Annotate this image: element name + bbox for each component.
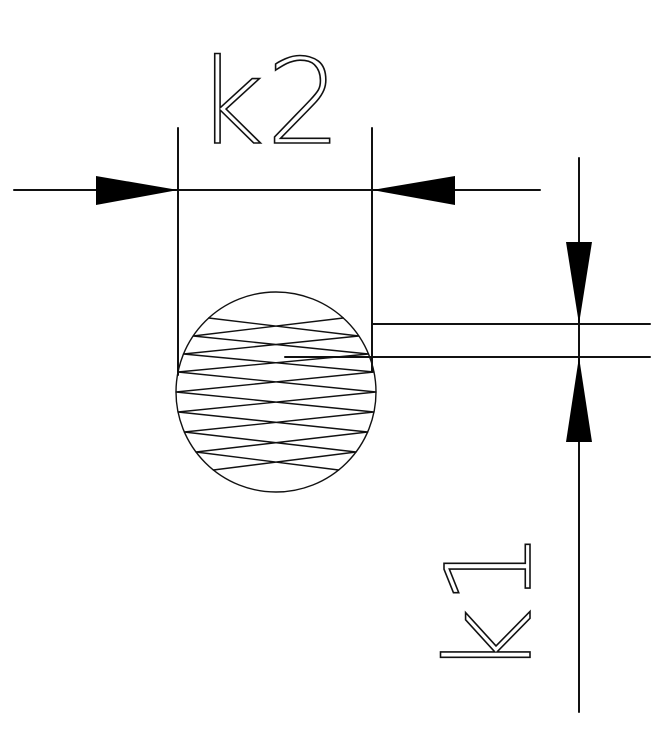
arrowhead-right: [372, 176, 455, 205]
winding-pattern: [175, 317, 377, 471]
wound-ball: [175, 291, 377, 493]
horizontal-dimension: k2: [13, 32, 541, 376]
arrowhead-left: [96, 176, 178, 205]
arrowhead-bottom: [566, 357, 592, 442]
dimension-label-k1: k1: [420, 529, 558, 676]
winding-strands: [175, 317, 377, 471]
arrowhead-top: [566, 242, 592, 324]
vertical-dimension: k1: [284, 157, 651, 713]
dimension-label-k2: k2: [196, 33, 343, 171]
